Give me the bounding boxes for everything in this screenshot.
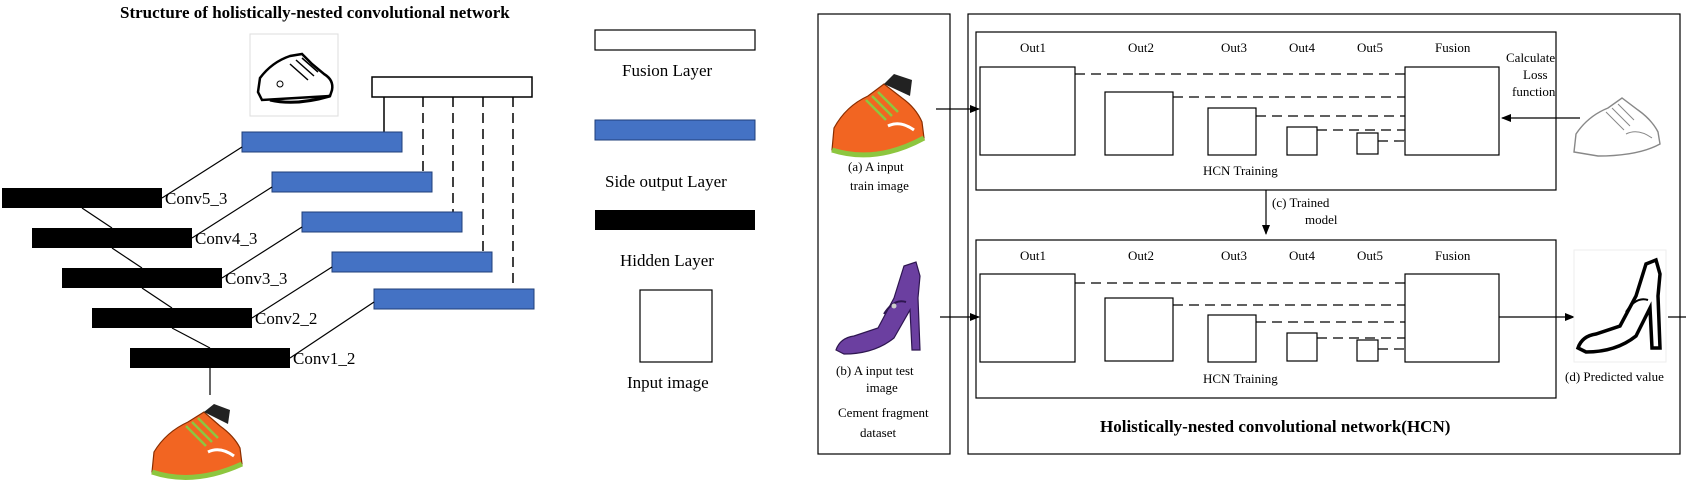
fusion-layer-bar xyxy=(371,76,533,98)
trained-label-line2: model xyxy=(1305,212,1338,227)
test-out5-label: Out5 xyxy=(1357,248,1383,263)
hcn-title: Holistically-nested convolutional networ… xyxy=(1100,417,1450,436)
structure-title: Structure of holistically-nested convolu… xyxy=(120,3,510,22)
test-out4-label: Out4 xyxy=(1289,248,1316,263)
predicted-heel-sketch-icon xyxy=(1573,249,1667,363)
orange-shoe-bottom-icon xyxy=(151,404,244,480)
loss-label-line1: Calculate xyxy=(1506,50,1555,65)
sketch-shoe-top-icon xyxy=(249,33,339,117)
train-fusion-label: Fusion xyxy=(1435,40,1471,55)
test-out2-label: Out2 xyxy=(1128,248,1154,263)
testing-block xyxy=(975,239,1557,399)
hidden-to-side-connectors xyxy=(81,146,375,395)
conv-label-2: Conv2_2 xyxy=(255,309,317,328)
loss-label-line2: Loss xyxy=(1523,67,1548,82)
legend-input-swatch xyxy=(639,289,713,363)
train-out4-label: Out4 xyxy=(1289,40,1316,55)
legend-hidden-label: Hidden Layer xyxy=(620,251,714,270)
hidden-layer-2 xyxy=(92,308,252,328)
hcn-panel xyxy=(967,13,1681,455)
hidden-layer-4 xyxy=(32,228,192,248)
test-out3-label: Out3 xyxy=(1221,248,1247,263)
test-image-heel-icon xyxy=(835,261,921,355)
training-output-headers: Out1 Out2 Out3 Out4 Out5 Fusion xyxy=(1020,40,1471,55)
conv-label-4: Conv4_3 xyxy=(195,229,257,248)
testing-dashed-links xyxy=(1075,282,1405,350)
side-output-layers xyxy=(241,131,535,310)
legend-side-swatch xyxy=(594,119,756,141)
train-image-label-line2: train image xyxy=(850,178,909,193)
conv-label-1: Conv1_2 xyxy=(293,349,355,368)
hidden-layer-1 xyxy=(130,348,290,368)
predicted-value-label: (d) Predicted value xyxy=(1565,369,1664,384)
legend-input-label: Input image xyxy=(627,373,709,392)
side-output-1 xyxy=(373,288,535,310)
hidden-layer-3 xyxy=(62,268,222,288)
training-caption: HCN Training xyxy=(1203,163,1278,178)
training-output-boxes xyxy=(979,66,1500,156)
training-dashed-links xyxy=(1075,73,1405,142)
legend-fusion-swatch xyxy=(594,29,756,51)
dataset-panel xyxy=(817,13,951,455)
hidden-layer-5 xyxy=(2,188,162,208)
testing-output-boxes xyxy=(979,273,1500,363)
train-out3-label: Out3 xyxy=(1221,40,1247,55)
trained-label-line1: (c) Trained xyxy=(1272,195,1330,210)
conv-label-3: Conv3_3 xyxy=(225,269,287,288)
train-image-label-line1: (a) A input xyxy=(848,159,904,174)
train-image-shoe-icon xyxy=(831,74,926,158)
train-out2-label: Out2 xyxy=(1128,40,1154,55)
dataset-label-line1: Cement fragment xyxy=(838,405,929,420)
testing-output-headers: Out1 Out2 Out3 Out4 Out5 Fusion xyxy=(1020,248,1471,263)
side-output-5 xyxy=(241,131,403,153)
legend-side-label: Side output Layer xyxy=(605,172,727,191)
train-out5-label: Out5 xyxy=(1357,40,1383,55)
train-out1-label: Out1 xyxy=(1020,40,1046,55)
test-image-label-line2: image xyxy=(866,380,898,395)
ground-truth-sketch-icon xyxy=(1573,97,1661,157)
legend-hidden-swatch xyxy=(595,210,755,230)
side-output-3 xyxy=(301,211,463,233)
side-output-4 xyxy=(271,171,433,193)
legend: Fusion Layer Side output Layer Hidden La… xyxy=(594,29,756,392)
test-image-label-line1: (b) A input test xyxy=(836,363,914,378)
side-output-2 xyxy=(331,251,493,273)
hidden-layers xyxy=(2,188,290,368)
test-fusion-label: Fusion xyxy=(1435,248,1471,263)
conv-label-5: Conv5_3 xyxy=(165,189,227,208)
legend-fusion-label: Fusion Layer xyxy=(622,61,713,80)
testing-caption: HCN Training xyxy=(1203,371,1278,386)
side-to-fusion-connectors xyxy=(383,97,514,292)
dataset-label-line2: dataset xyxy=(860,425,896,440)
loss-label-line3: function xyxy=(1512,84,1556,99)
test-out1-label: Out1 xyxy=(1020,248,1046,263)
